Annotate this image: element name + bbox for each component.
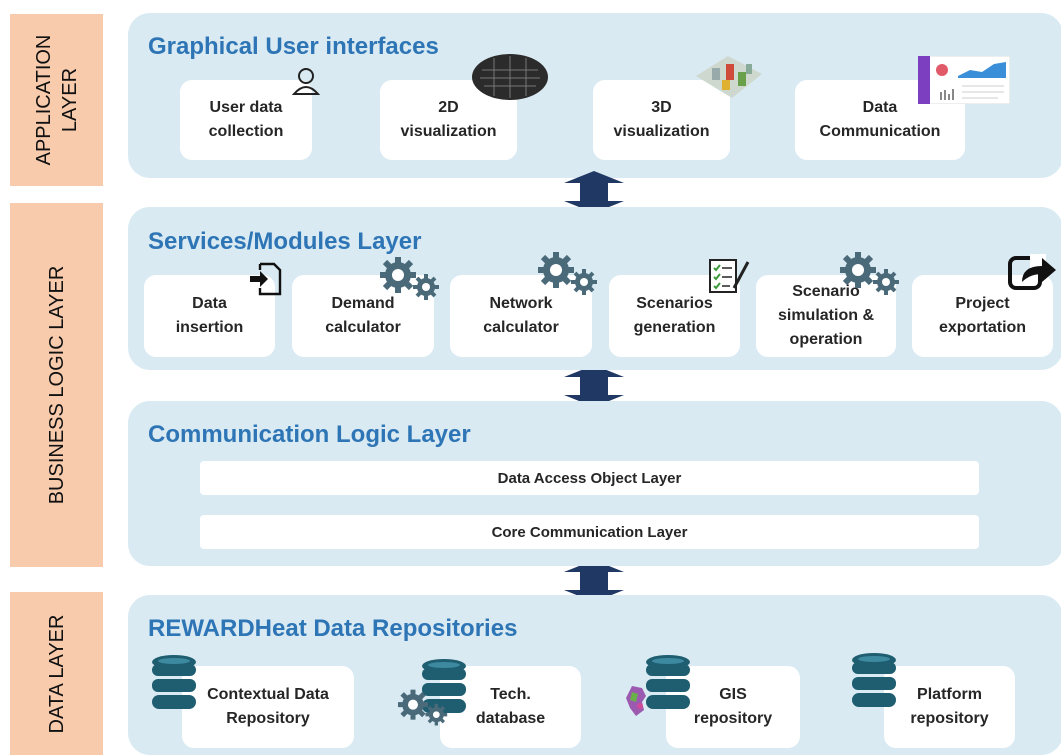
services-panel <box>128 207 1061 370</box>
share-export-icon <box>1008 254 1056 290</box>
file-import-icon <box>250 262 282 296</box>
arrow-application-business <box>564 171 624 213</box>
database-icon <box>852 653 896 707</box>
gears-icon <box>538 252 597 295</box>
demand-calculator-box: Demand calculator <box>292 275 434 357</box>
core-communication-bar: Core Communication Layer <box>200 515 979 549</box>
repositories-title: REWARDHeat Data Repositories <box>148 615 518 642</box>
dashboard-image-icon <box>918 56 1010 104</box>
contextual-data-repository-box: Contextual Data Repository <box>182 666 354 748</box>
data-access-object-bar: Data Access Object Layer <box>200 461 979 495</box>
user-icon <box>291 68 321 95</box>
tech-database-box: Tech. database <box>440 666 581 748</box>
gears-icon <box>840 252 899 295</box>
application-layer-label: APPLICATION LAYER <box>10 14 103 186</box>
services-title: Services/Modules Layer <box>148 228 422 255</box>
3d-city-image-icon <box>696 56 762 98</box>
3d-visualization-box: 3D visualization <box>593 80 730 160</box>
gis-repository-box: GIS repository <box>666 666 800 748</box>
gis-map-icon <box>626 686 646 716</box>
gears-icon <box>380 257 439 300</box>
arrow-services-communication <box>564 365 624 407</box>
communication-title: Communication Logic Layer <box>148 421 471 448</box>
arrow-communication-data <box>564 560 624 602</box>
2d-map-image-icon <box>472 54 548 100</box>
data-insertion-box: Data insertion <box>144 275 275 357</box>
project-exportation-box: Project exportation <box>912 275 1053 357</box>
gears-icon <box>398 689 448 726</box>
checklist-icon <box>709 259 750 293</box>
scenario-simulation-box: Scenario simulation & operation <box>756 275 896 357</box>
gui-title: Graphical User interfaces <box>148 33 439 60</box>
data-layer-label: DATA LAYER <box>10 592 103 755</box>
platform-repository-box: Platform repository <box>884 666 1015 748</box>
user-data-collection-box: User data collection <box>180 80 312 160</box>
database-icon <box>646 655 690 709</box>
business-logic-layer-label: BUSINESS LOGIC LAYER <box>10 203 103 567</box>
database-icon <box>152 655 196 709</box>
scenarios-generation-box: Scenarios generation <box>609 275 740 357</box>
data-communication-box: Data Communication <box>795 80 965 160</box>
network-calculator-box: Network calculator <box>450 275 592 357</box>
